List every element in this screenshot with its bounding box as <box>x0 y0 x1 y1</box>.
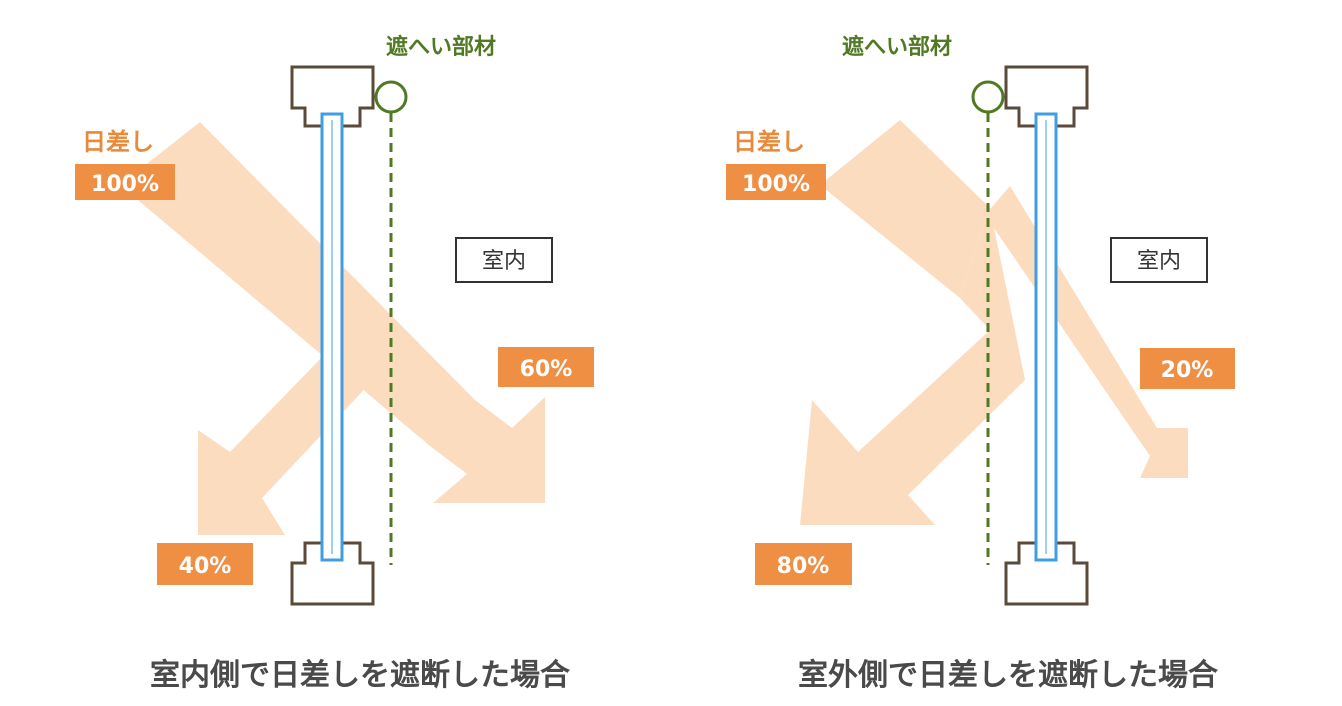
left-shield-roller <box>374 80 408 114</box>
left-shield-label: 遮へい部材 <box>386 34 496 60</box>
right-incoming-arrow <box>820 120 990 298</box>
right-reflected-tag <box>755 543 852 585</box>
left-room-box <box>455 237 553 283</box>
right-shield-roller <box>971 80 1005 114</box>
left-sun-percent: 100% <box>91 172 159 197</box>
left-room-label: 室内 <box>482 249 526 274</box>
right-window-frame-bottom <box>1004 541 1089 606</box>
right-room-box <box>1110 237 1208 283</box>
right-transmitted-tag <box>1140 348 1235 389</box>
left-sun-percent-tag <box>75 164 175 200</box>
right-transmitted-percent: 20% <box>1161 358 1214 383</box>
right-room-label: 室内 <box>1137 249 1181 274</box>
left-window-frame-bottom <box>290 541 375 606</box>
left-reflected-percent: 40% <box>179 554 232 579</box>
right-sun-percent-tag <box>726 164 826 200</box>
right-reflected-arrow <box>800 208 1025 525</box>
left-sun-label: 日差し <box>82 128 154 156</box>
right-shield-label: 遮へい部材 <box>842 34 952 60</box>
right-window-frame-top <box>1004 65 1089 128</box>
left-transmitted-percent: 60% <box>520 357 573 382</box>
left-window-frame-top <box>290 65 375 128</box>
right-sun-percent: 100% <box>742 172 810 197</box>
right-caption: 室外側で日差しを遮断した場合 <box>798 658 1218 693</box>
right-panel: 遮へい部材 日差し 100% 室内 20% 80% 室外側で日差しを遮断した場合 <box>726 34 1235 693</box>
left-reflected-arrow <box>198 318 392 535</box>
left-transmitted-tag <box>498 347 594 387</box>
left-caption: 室内側で日差しを遮断した場合 <box>150 658 570 693</box>
right-reflected-percent: 80% <box>777 554 830 579</box>
right-transmitted-arrow <box>985 186 1188 478</box>
left-panel: 遮へい部材 日差し 100% 室内 60% 40% 室内側で日差しを遮断した場合 <box>75 34 594 693</box>
right-sun-label: 日差し <box>733 128 805 156</box>
left-reflected-tag <box>157 543 253 585</box>
